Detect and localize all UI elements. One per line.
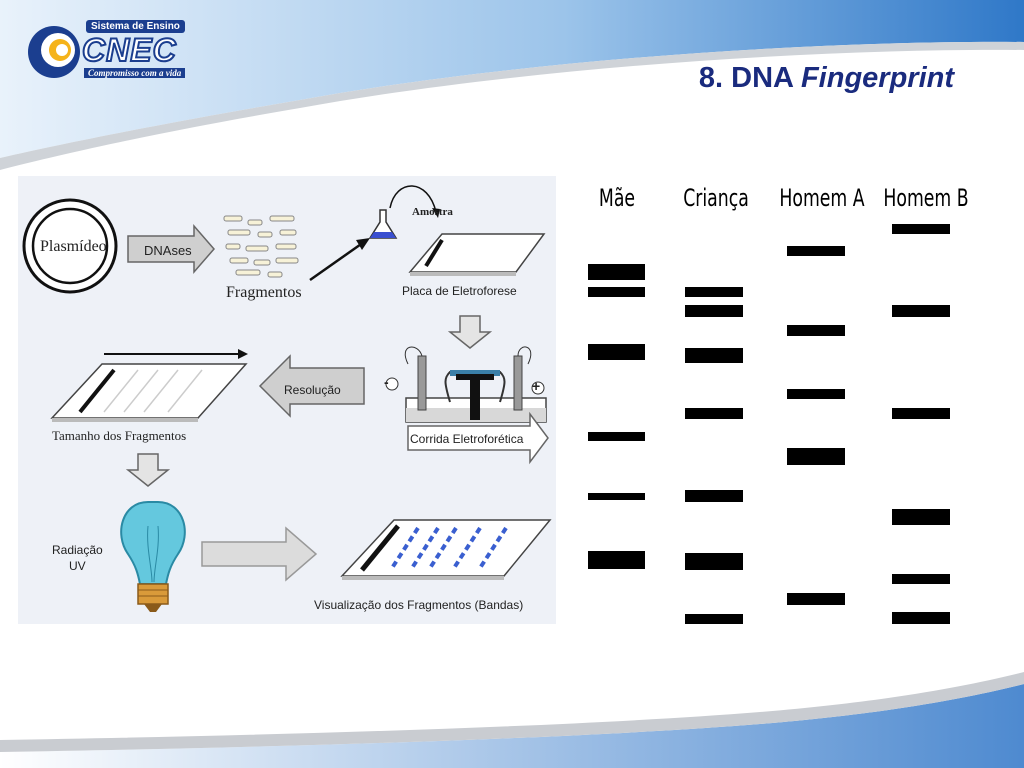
band-crianca-7: [685, 614, 743, 624]
band-mae-5: [588, 493, 645, 500]
plasmid-inner-ring: [31, 207, 109, 285]
electrophoresis-label: Corrida Eletroforética: [410, 432, 524, 446]
uv-lamp-icon: [120, 501, 186, 612]
positive-electrode-label: +: [532, 378, 541, 394]
band-homem-b-3: [892, 408, 950, 419]
logo-c-icon: [28, 26, 80, 78]
to-sample-arrow: [309, 240, 365, 282]
negative-electrode-label: -: [384, 374, 389, 390]
band-crianca-4: [685, 408, 743, 419]
title-emphasis: Fingerprint: [800, 62, 954, 94]
band-homem-a-2: [787, 325, 845, 336]
electrophoresis-process-diagram: Plasmídeo DNAses Fragmentos Amostra Plac…: [18, 176, 556, 624]
down-arrow-1: [447, 315, 493, 349]
slide-title: 8. DNA Fingerprint: [699, 62, 954, 95]
band-homem-b-5: [892, 574, 950, 584]
sample-curve-arrow: [389, 185, 437, 213]
down-arrow-2: [125, 453, 171, 487]
logo-name: CNEC: [81, 31, 177, 69]
cnec-logo: Sistema de Ensino CNEC Compromisso com a…: [26, 18, 186, 84]
title-prefix: 8. DNA: [698, 62, 793, 94]
band-homem-a-4: [787, 448, 845, 465]
band-homem-b-4: [892, 509, 950, 525]
band-crianca-3: [685, 348, 743, 363]
lane-label-crianca: Criança: [683, 184, 749, 212]
band-homem-a-1: [787, 246, 845, 256]
visualization-arrow: [201, 526, 318, 582]
logo-brand: Sistema de Ensino: [86, 20, 185, 33]
band-crianca-6: [685, 553, 743, 570]
band-crianca-2: [685, 305, 743, 317]
fragment-size-label: Tamanho dos Fragmentos: [52, 428, 187, 443]
gel-plate-label: Placa de Eletroforese: [402, 284, 517, 298]
fragments-label: Fragmentos: [226, 284, 302, 301]
band-mae-1: [588, 264, 645, 280]
band-crianca-1: [685, 287, 743, 297]
band-homem-b-1: [892, 224, 950, 234]
visualization-label: Visualização dos Fragmentos (Bandas): [314, 598, 524, 612]
band-crianca-5: [685, 490, 743, 502]
band-homem-a-3: [787, 389, 845, 399]
resolution-label: Resolução: [284, 383, 341, 397]
band-homem-b-2: [892, 305, 950, 317]
header-swoosh: [0, 0, 1024, 158]
gel-plate-icon: [408, 233, 546, 273]
band-mae-4: [588, 432, 645, 441]
lane-label-homem-b: Homem B: [883, 184, 969, 212]
band-homem-b-6: [892, 612, 950, 624]
logo-slogan: Compromisso com a vida: [84, 68, 186, 78]
uv-bands: [390, 526, 508, 570]
dnases-label: DNAses: [144, 243, 192, 258]
fragments-icon: [223, 215, 299, 278]
process-diagram-graphics: [22, 185, 552, 612]
band-mae-2: [588, 287, 645, 297]
resolution-arrow: [258, 354, 365, 418]
plasmid-label: Plasmídeo: [40, 238, 107, 255]
electrophoresis-run-arrow: [407, 411, 549, 465]
lane-label-homem-a: Homem A: [779, 184, 865, 212]
uv-label: Radiação UV: [52, 543, 103, 573]
band-mae-6: [588, 551, 645, 569]
band-homem-a-5: [787, 593, 845, 605]
visualization-gel-icon: [340, 519, 552, 577]
footer-swoosh-grey: [0, 672, 1024, 752]
footer-swoosh: [0, 684, 1024, 768]
band-mae-3: [588, 344, 645, 360]
electrophoresis-apparatus-icon: [385, 346, 547, 423]
lane-label-mae: Mãe: [598, 184, 636, 212]
sample-label: Amostra: [412, 206, 453, 218]
dnases-arrow: [127, 223, 215, 275]
